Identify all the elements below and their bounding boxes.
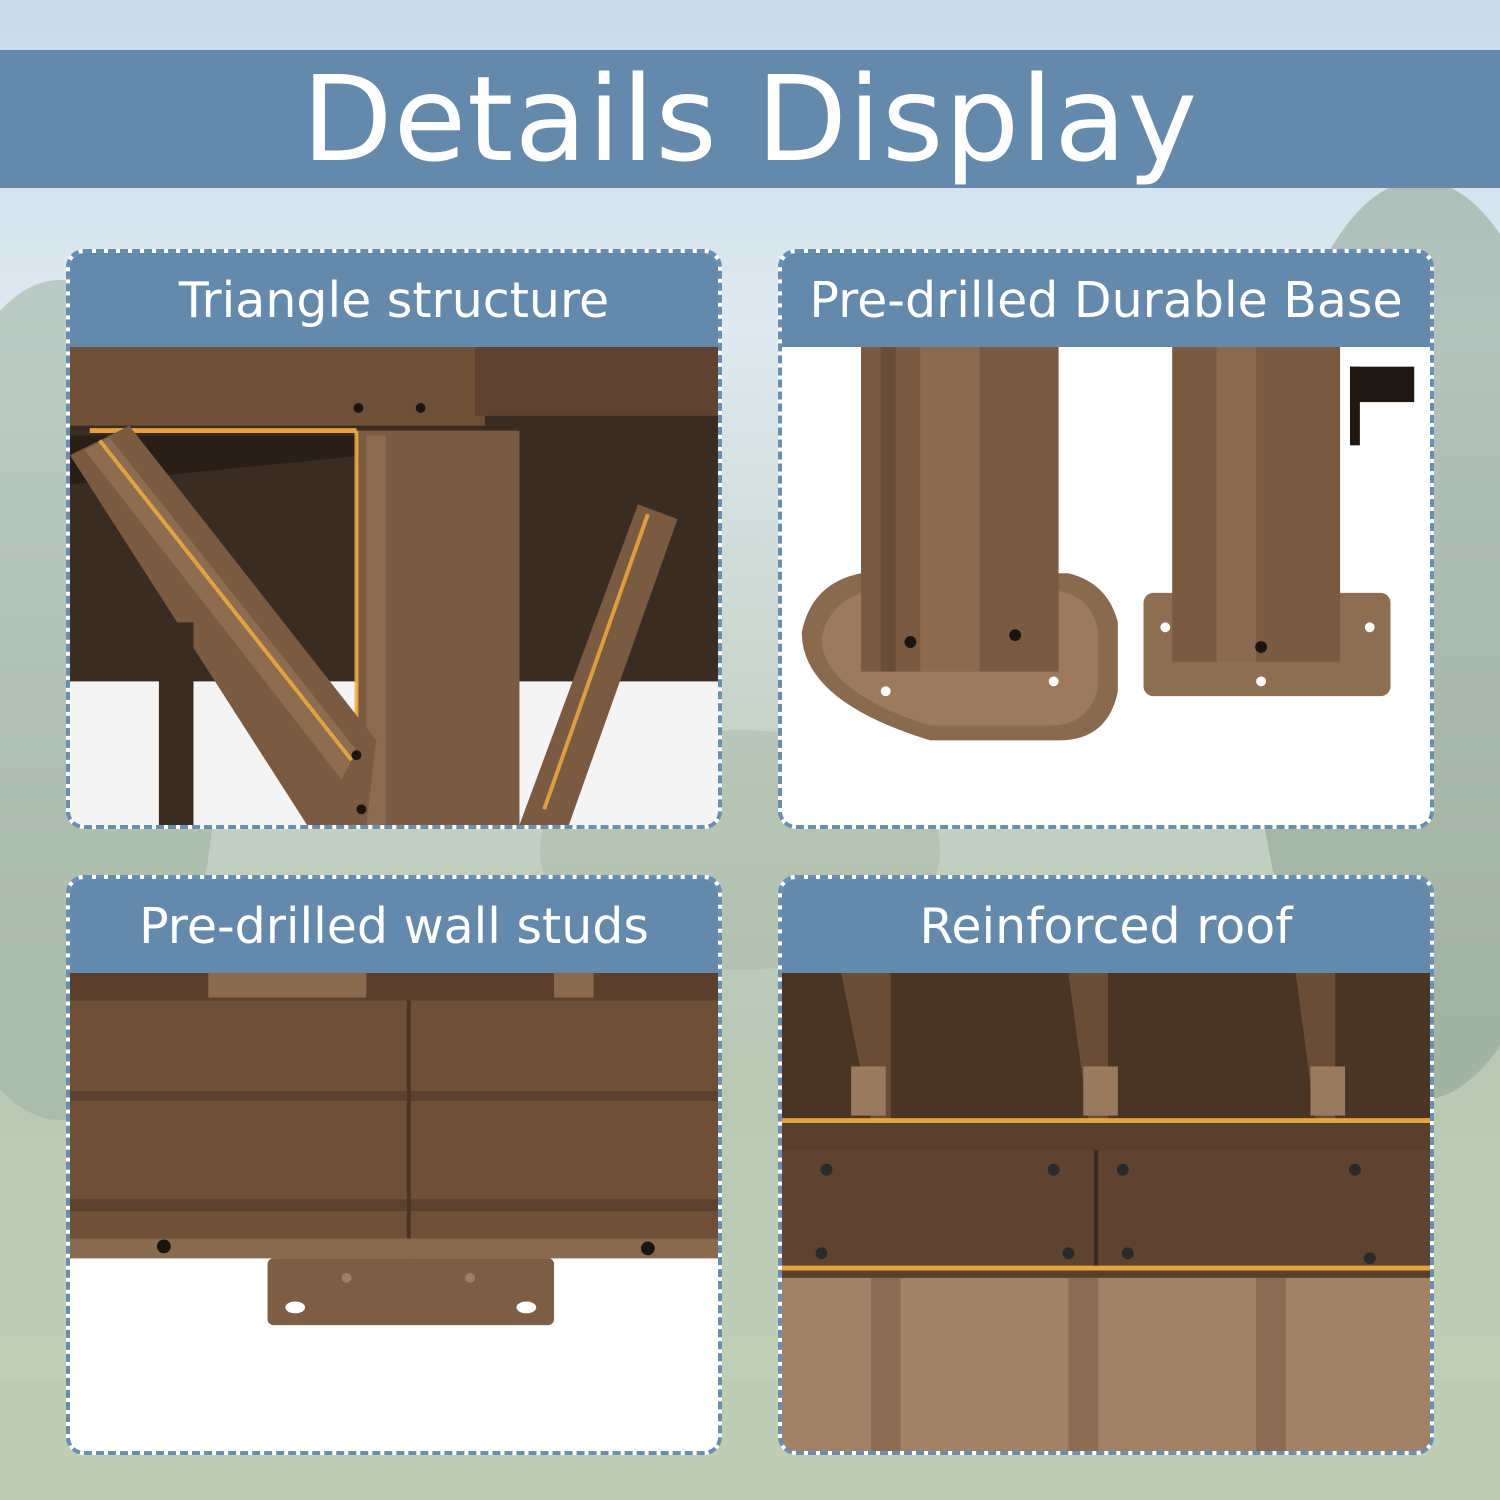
panel-header: Reinforced roof [782,879,1430,973]
panel-header: Triangle structure [70,253,718,347]
panel-durable-base: Pre-drilled Durable Base [778,249,1434,829]
reinforced-roof-photo [782,973,1430,1451]
panel-reinforced-roof: Reinforced roof [778,875,1434,1455]
panel-wall-studs: Pre-drilled wall studs [66,875,722,1455]
page-title: Details Display [301,50,1199,188]
panel-title: Triangle structure [178,271,610,329]
wall-studs-photo [70,973,718,1451]
panel-title: Pre-drilled wall studs [139,897,649,955]
title-banner: Details Display [0,50,1500,188]
panel-header: Pre-drilled wall studs [70,879,718,973]
panel-title: Reinforced roof [919,897,1293,955]
panel-triangle-structure: Triangle structure [66,249,722,829]
durable-base-photo [782,347,1430,825]
triangle-structure-photo [70,347,718,825]
panel-header: Pre-drilled Durable Base [782,253,1430,347]
panel-title: Pre-drilled Durable Base [809,271,1403,329]
